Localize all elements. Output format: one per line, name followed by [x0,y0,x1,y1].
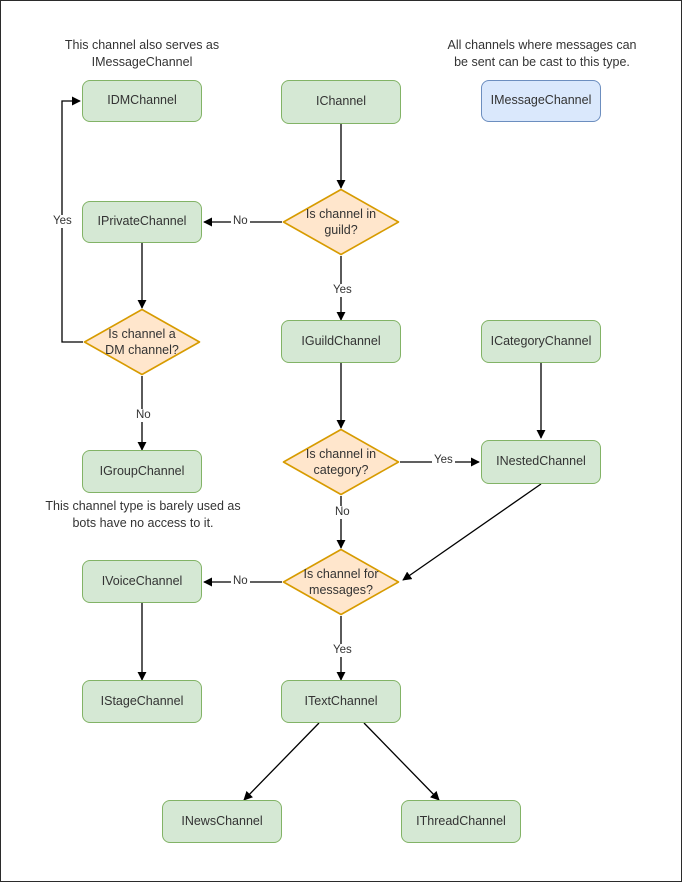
node-iguild-channel[interactable]: IGuildChannel [281,320,401,363]
edge-label-guild-no: No [231,215,250,228]
edge-itextchannel-to-ithreadchannel [363,722,440,801]
note-group-channel-line1: This channel type is barely used as [45,499,241,513]
note-group-channel-line2: bots have no access to it. [72,515,214,530]
note-dm-channel: This channel also serves as IMessageChan… [47,37,237,71]
decision-line1: Is channel in [305,446,377,461]
decision-line2: guild? [324,223,358,237]
node-inested-channel[interactable]: INestedChannel [481,440,601,484]
decision-line2: messages? [309,583,373,597]
edge-label-messages-yes: Yes [331,644,354,657]
decision-is-channel-for-messages[interactable]: Is channel for messages? [282,548,400,616]
node-ichannel[interactable]: IChannel [281,80,401,124]
decision-is-channel-in-category-label: Is channel in category? [282,446,400,479]
decision-line2: DM channel? [105,343,179,357]
diamond-shape [282,548,400,616]
edge-label-dm-no: No [134,409,153,422]
node-icategory-channel-label: ICategoryChannel [490,333,592,348]
edge-label-category-yes: Yes [432,454,455,467]
edge-itextchannel-to-inewschannel [243,722,320,801]
node-itext-channel[interactable]: ITextChannel [281,680,401,723]
decision-is-channel-for-messages-label: Is channel for messages? [282,566,400,599]
node-imessage-channel[interactable]: IMessageChannel [481,80,601,122]
diamond-shape [282,428,400,496]
edge-inestedchannel-to-messages-decision [402,483,542,581]
node-iprivate-channel[interactable]: IPrivateChannel [82,201,202,243]
decision-is-channel-in-guild-label: Is channel in guild? [282,206,400,239]
note-dm-channel-line1: This channel also serves as [64,38,220,52]
node-iguild-channel-label: IGuildChannel [301,333,381,348]
node-itext-channel-label: ITextChannel [304,693,378,708]
note-dm-channel-line2: IMessageChannel [91,54,193,69]
node-istage-channel[interactable]: IStageChannel [82,680,202,723]
decision-is-channel-in-category[interactable]: Is channel in category? [282,428,400,496]
node-ithread-channel[interactable]: IThreadChannel [401,800,521,843]
decision-is-channel-a-dm-channel-label: Is channel a DM channel? [83,326,201,359]
edge-label-messages-no: No [231,575,250,588]
decision-line2: category? [313,463,369,477]
note-message-channel-line1: All channels where messages can [447,38,637,52]
edge-label-dm-yes: Yes [51,215,74,228]
node-imessage-channel-label: IMessageChannel [490,93,592,108]
decision-is-channel-in-guild[interactable]: Is channel in guild? [282,188,400,256]
decision-is-channel-a-dm-channel[interactable]: Is channel a DM channel? [83,308,201,376]
node-idm-channel-label: IDMChannel [107,93,177,108]
node-idm-channel[interactable]: IDMChannel [82,80,202,122]
node-ichannel-label: IChannel [315,94,367,109]
node-igroup-channel[interactable]: IGroupChannel [82,450,202,493]
node-ivoice-channel[interactable]: IVoiceChannel [82,560,202,603]
decision-line1: Is channel a [108,326,176,341]
note-message-channel: All channels where messages can be sent … [431,37,653,71]
node-inested-channel-label: INestedChannel [496,454,586,469]
note-message-channel-line2: be sent can be cast to this type. [454,54,630,69]
edge-label-guild-yes: Yes [331,284,354,297]
note-group-channel: This channel type is barely used as bots… [33,498,253,532]
edge-label-category-no: No [333,506,352,519]
diamond-shape [83,308,201,376]
node-ithread-channel-label: IThreadChannel [416,813,506,828]
node-ivoice-channel-label: IVoiceChannel [101,573,183,588]
diamond-shape [282,188,400,256]
node-iprivate-channel-label: IPrivateChannel [97,214,187,229]
node-inews-channel[interactable]: INewsChannel [162,800,282,843]
node-istage-channel-label: IStageChannel [100,693,184,708]
node-icategory-channel[interactable]: ICategoryChannel [481,320,601,363]
decision-line1: Is channel in [305,206,377,221]
node-inews-channel-label: INewsChannel [181,813,263,828]
node-igroup-channel-label: IGroupChannel [99,463,185,478]
decision-line1: Is channel for [303,566,379,581]
